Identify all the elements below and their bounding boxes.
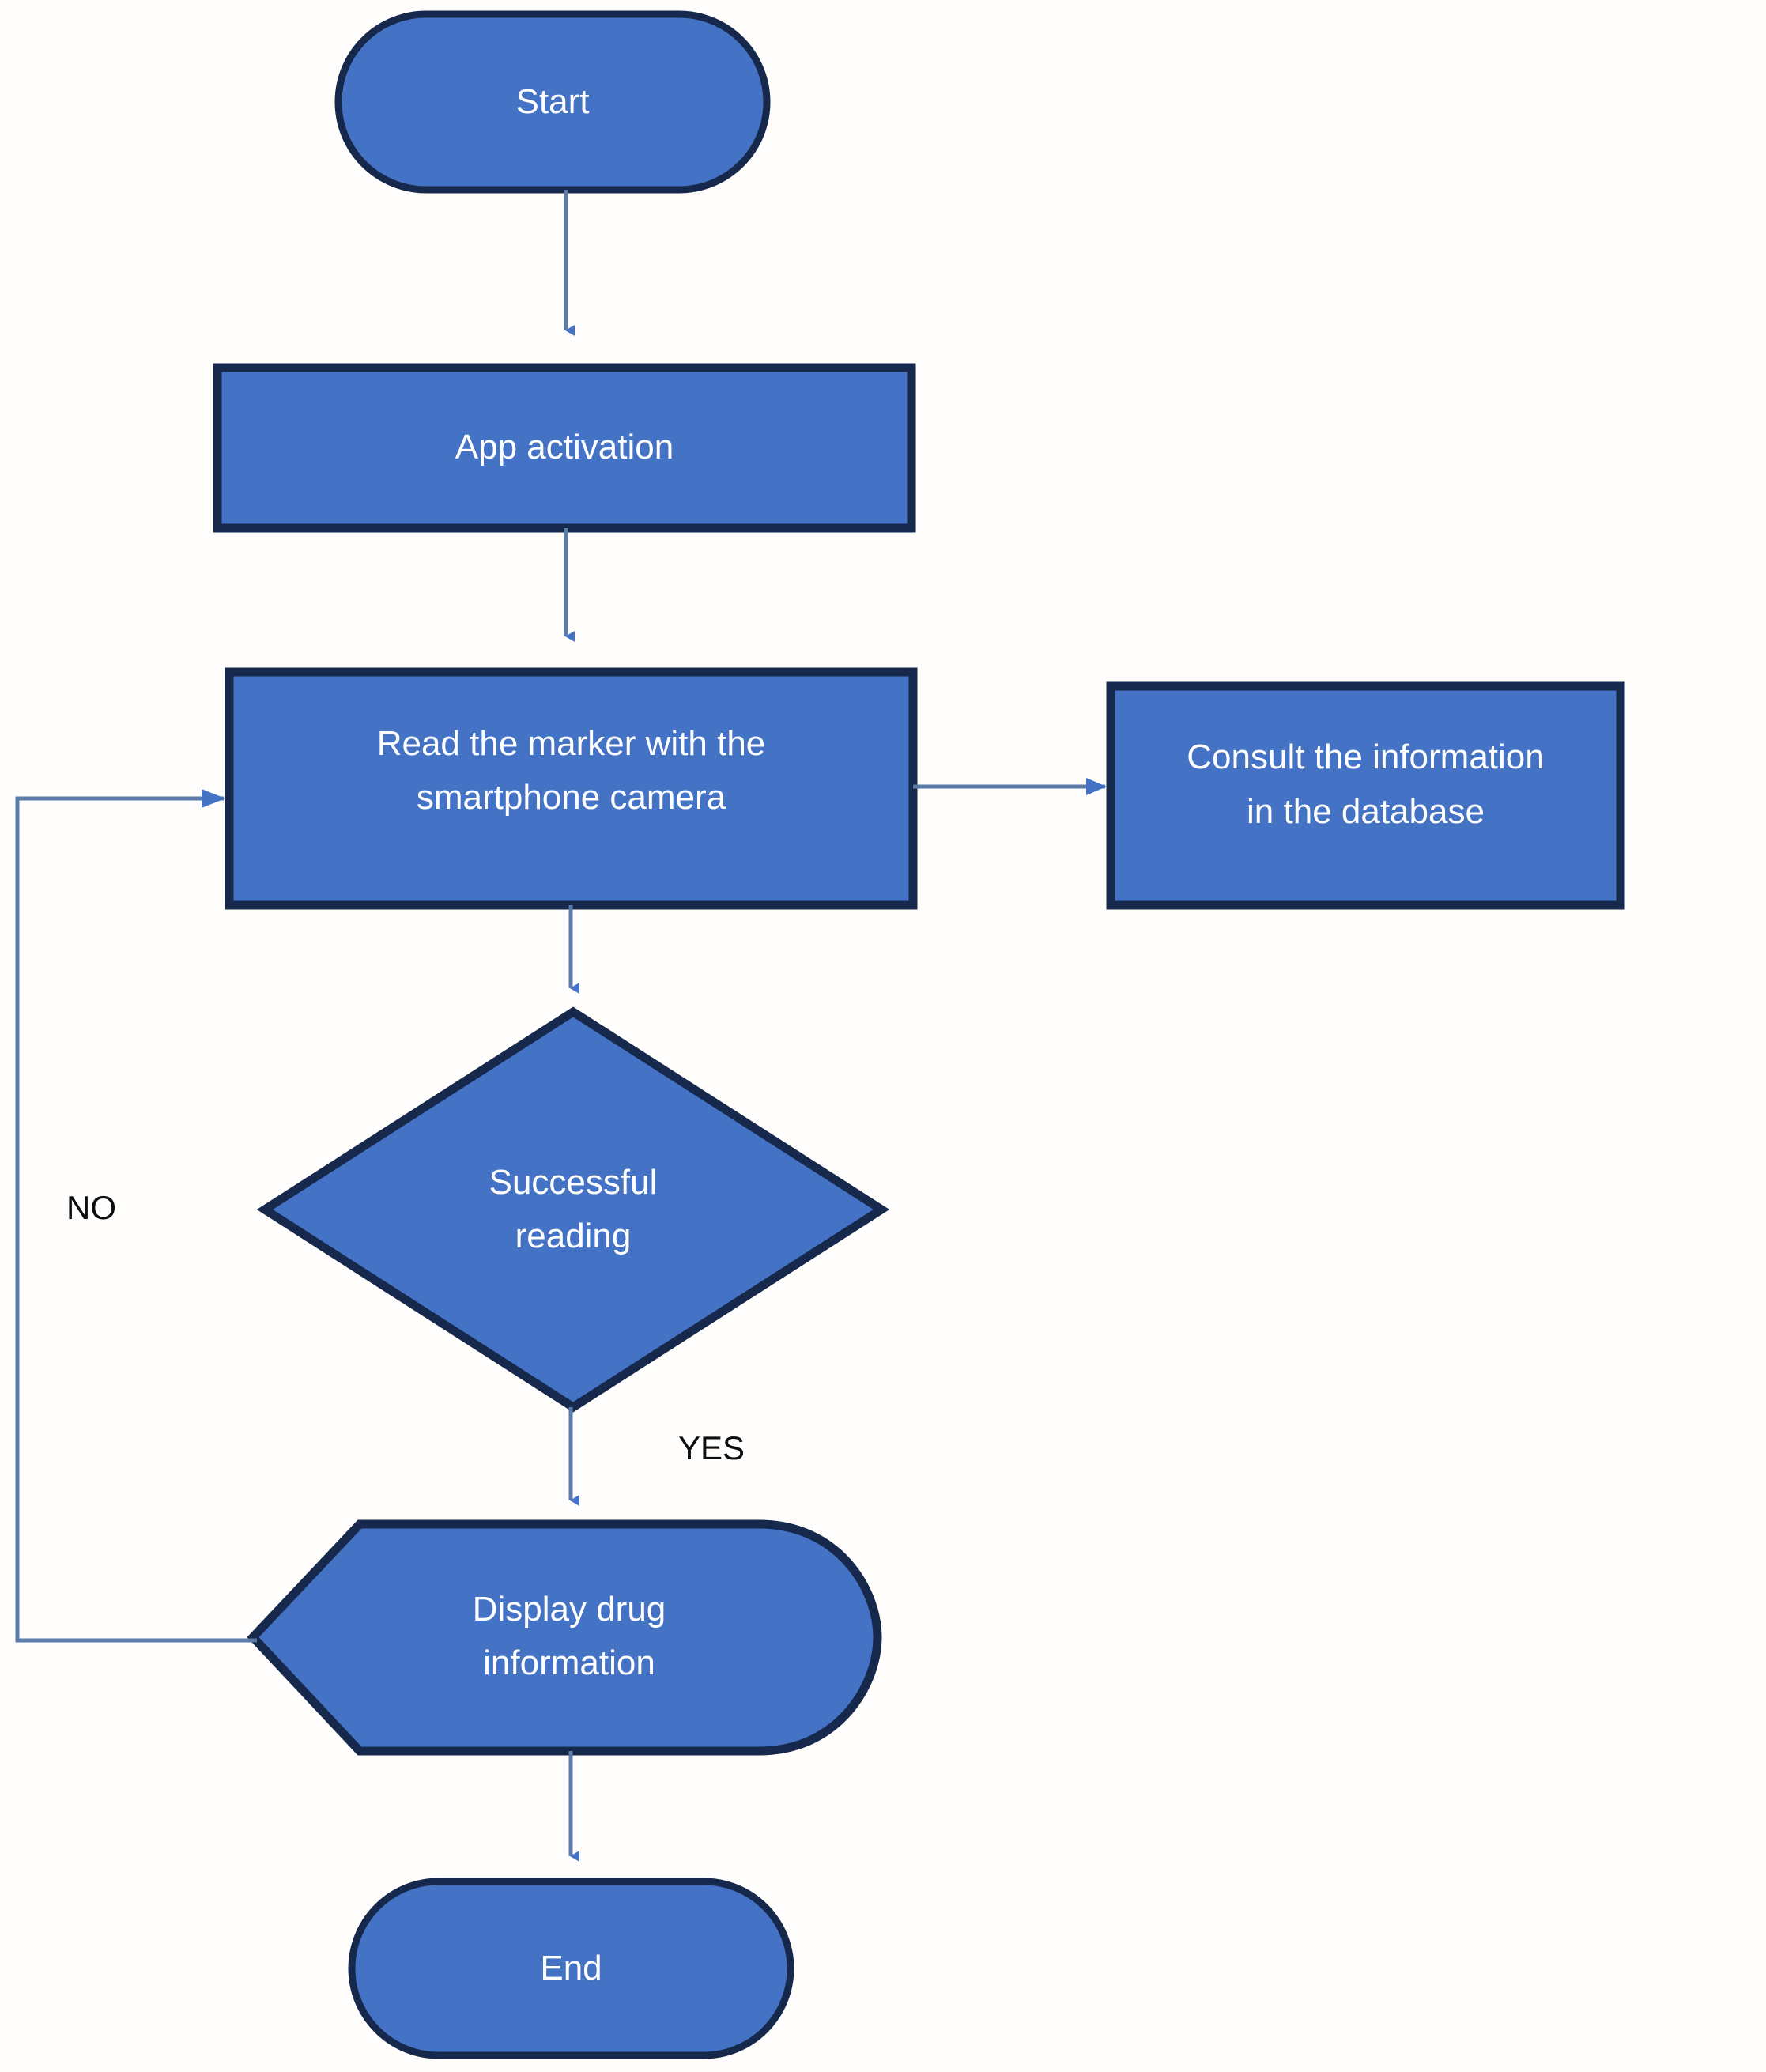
node-read-marker-shape[interactable]	[225, 667, 918, 910]
edge-label-yes: YES	[678, 1429, 745, 1466]
node-successful-reading-shape[interactable]	[256, 1006, 890, 1413]
edge-label-no: NO	[66, 1189, 116, 1226]
node-app-activation-shape[interactable]	[213, 363, 916, 533]
node-display-drug-information-shape[interactable]	[247, 1519, 882, 1756]
node-start-shape[interactable]	[334, 10, 771, 194]
node-end-shape[interactable]	[348, 1878, 794, 2059]
edge-display-to-read	[15, 789, 257, 1643]
node-consult-database-shape[interactable]	[1106, 681, 1625, 910]
